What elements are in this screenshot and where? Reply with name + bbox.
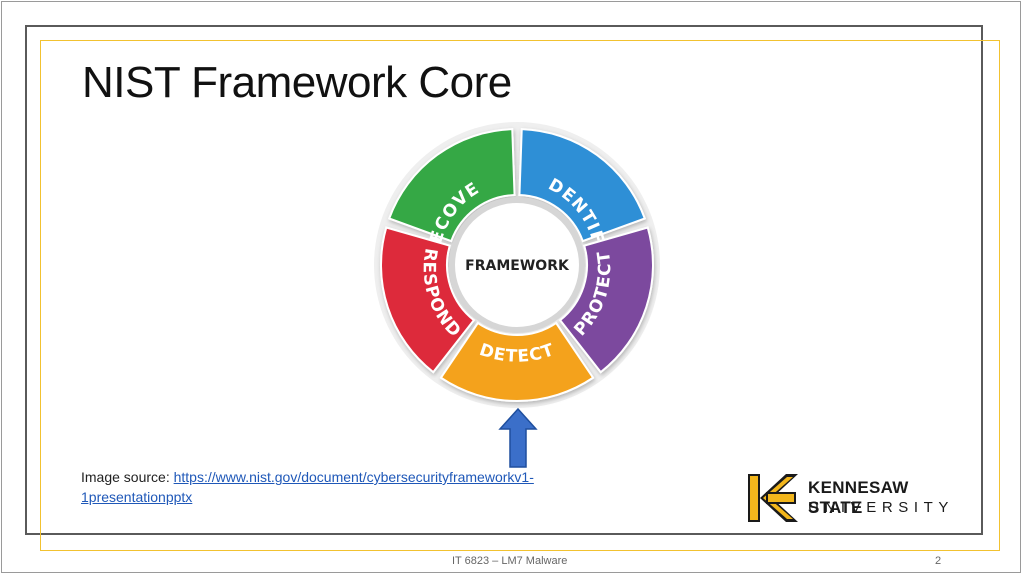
framework-wheel: FRAMEWORK IDENTIFY PROTECT DETECT RESPON… bbox=[370, 118, 660, 408]
image-source-link-line2: 1presentationpptx bbox=[81, 489, 193, 505]
segment-protect bbox=[558, 226, 654, 374]
image-source-link-line1: https://www.nist.gov/document/cybersecur… bbox=[173, 469, 534, 485]
slide-frame bbox=[25, 25, 983, 535]
university-logo: KENNESAW STATE UNIVERSITY bbox=[744, 468, 964, 528]
image-source-link[interactable]: https://www.nist.gov/document/cybersecur… bbox=[81, 469, 534, 505]
segment-identify bbox=[518, 128, 647, 243]
footer-text: IT 6823 – LM7 Malware bbox=[452, 555, 568, 567]
segment-detect bbox=[439, 321, 595, 402]
framework-center bbox=[455, 203, 579, 327]
ksu-emblem-icon bbox=[748, 474, 798, 522]
segment-recover bbox=[387, 128, 516, 243]
segment-respond bbox=[380, 226, 476, 374]
framework-center-label: FRAMEWORK bbox=[465, 258, 570, 274]
logo-name: KENNESAW STATE bbox=[808, 478, 909, 517]
accent-frame bbox=[40, 40, 1000, 551]
logo-subtitle: UNIVERSITY bbox=[808, 499, 955, 516]
image-source-label: Image source: bbox=[81, 469, 170, 485]
page-number: 2 bbox=[935, 555, 942, 567]
slide-title: NIST Framework Core bbox=[82, 58, 512, 107]
image-source: Image source: https://www.nist.gov/docum… bbox=[81, 467, 641, 507]
up-arrow-icon bbox=[498, 407, 538, 468]
